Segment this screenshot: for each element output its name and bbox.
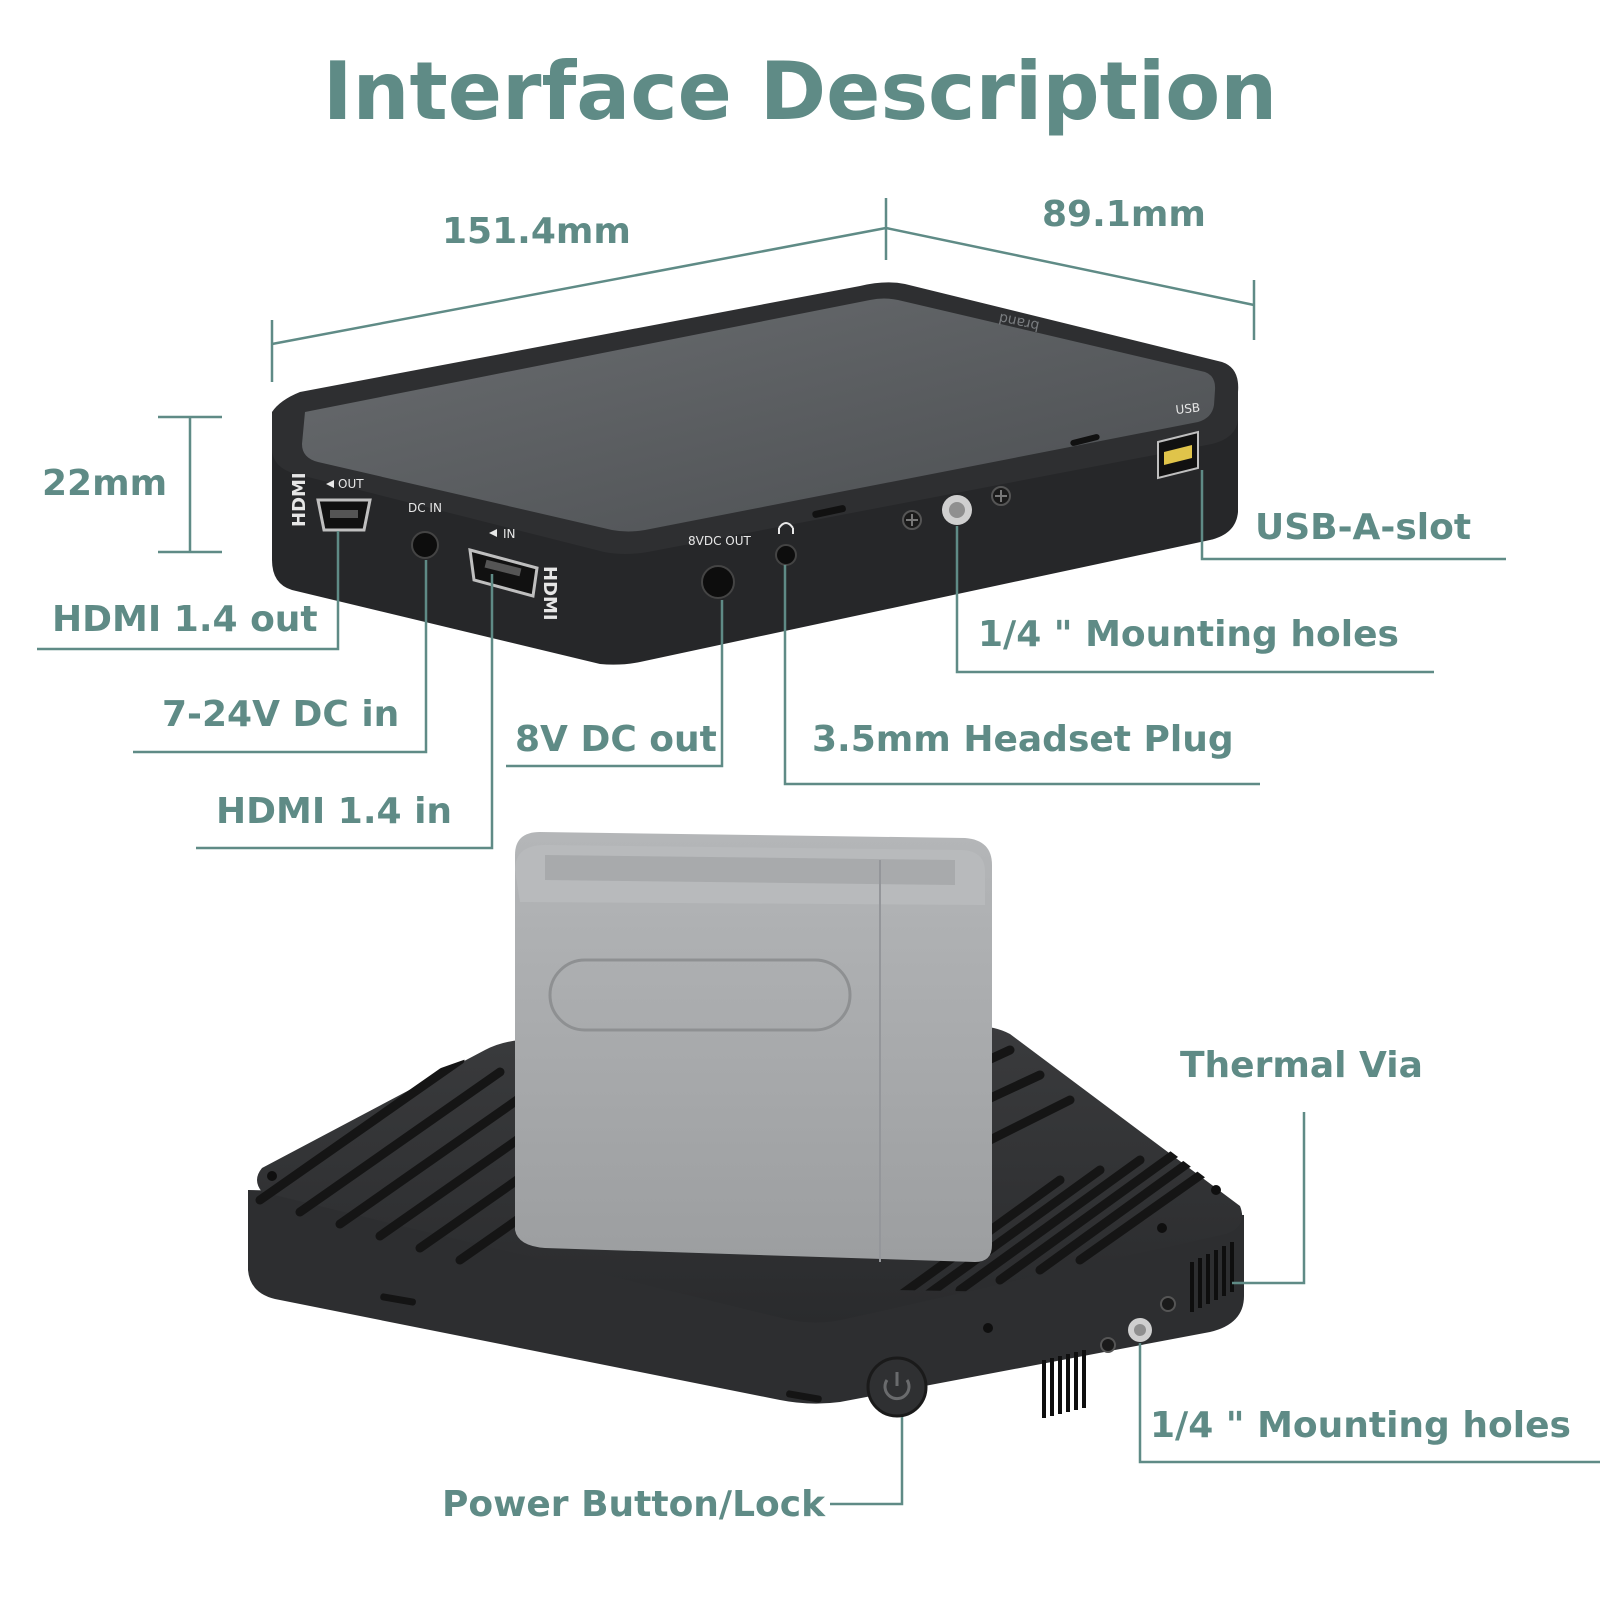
screw-bottom-right	[1160, 1296, 1176, 1312]
callout-mounting-bottom: 1/4 " Mounting holes	[1150, 1405, 1571, 1446]
thermal-vents-front	[1042, 1350, 1086, 1418]
side-slot-1	[380, 1293, 416, 1306]
monitor-screen	[302, 298, 1216, 532]
page-title: Interface Description	[322, 45, 1278, 138]
callout-headset: 3.5mm Headset Plug	[812, 719, 1234, 760]
callout-dc-out: 8V DC out	[515, 719, 717, 760]
callout-thermal: Thermal Via	[1180, 1045, 1423, 1086]
callout-power: Power Button/Lock	[442, 1484, 826, 1525]
dimension-length-label: 151.4mm	[442, 211, 631, 252]
hdmi-logo-right: HDMI	[539, 566, 560, 621]
thermal-vents-right	[1190, 1242, 1234, 1312]
port-label-dc-in: DC IN	[408, 501, 442, 515]
dimension-height-label: 22mm	[42, 463, 168, 504]
dc-out-jack	[701, 565, 735, 599]
hdmi-logo-left: HDMI	[289, 472, 310, 527]
hdmi-out-port	[316, 498, 372, 532]
headphone-icon	[778, 522, 794, 534]
power-button	[866, 1356, 928, 1418]
headset-jack	[775, 544, 797, 566]
mic-slot	[812, 505, 846, 518]
callout-hdmi-out: HDMI 1.4 out	[52, 599, 318, 640]
side-slot-2	[786, 1390, 822, 1403]
callout-mounting-top: 1/4 " Mounting holes	[978, 614, 1399, 655]
dc-in-jack	[411, 531, 439, 559]
port-label-in: IN	[503, 527, 516, 541]
usb-a-port	[1157, 430, 1199, 480]
hdmi-in-port	[468, 547, 539, 598]
leader-lines	[37, 198, 1600, 1506]
battery	[515, 832, 992, 1262]
port-label-usb: USB	[1175, 400, 1201, 416]
corner-screw-3	[983, 1323, 993, 1333]
callout-hdmi-in: HDMI 1.4 in	[216, 791, 453, 832]
callout-dc-in: 7-24V DC in	[162, 694, 400, 735]
callout-usb: USB-A-slot	[1255, 507, 1472, 548]
heatsink-grooves	[255, 1045, 1235, 1292]
corner-screw-1	[267, 1171, 277, 1181]
port-label-dc-out: 8VDC OUT	[688, 534, 752, 548]
monitor-device: brand HDMI OUT DC IN IN HDMI 8VDC OUT	[272, 282, 1239, 665]
corner-screw-4	[1157, 1223, 1167, 1233]
port-label-out: OUT	[338, 477, 364, 491]
monitor-back-device	[248, 832, 1244, 1418]
side-slot	[1070, 434, 1100, 446]
out-arrow-icon	[326, 480, 334, 488]
in-arrow-icon	[489, 529, 497, 537]
corner-screw-2	[1211, 1185, 1221, 1195]
dimension-width-label: 89.1mm	[1042, 194, 1206, 235]
screw-bottom-left	[1100, 1337, 1116, 1353]
